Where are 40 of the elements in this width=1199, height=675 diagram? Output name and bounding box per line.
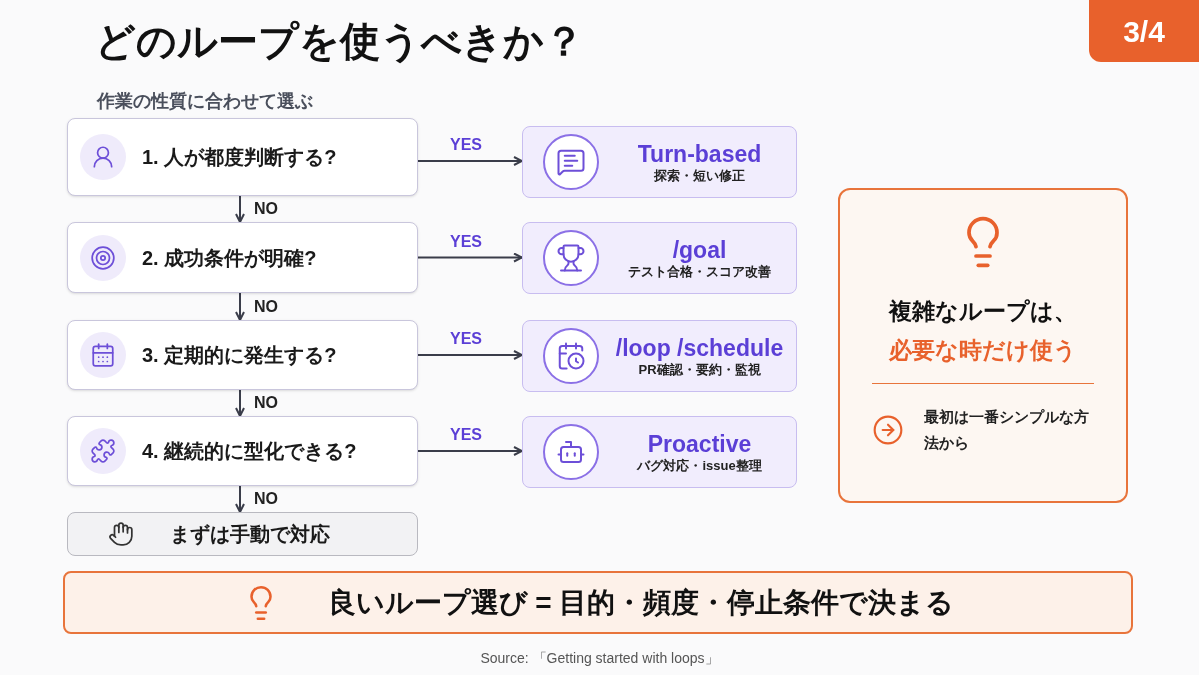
arrow (417, 446, 523, 456)
question-box (67, 320, 418, 390)
summary-banner (63, 571, 1133, 634)
tip-highlight: 必要な時だけ使う (889, 335, 1077, 365)
arrow (235, 292, 245, 321)
fallback-text: まずは手動で対応 (170, 522, 330, 548)
fallback-box (67, 512, 418, 556)
question-text: 1. 人が都度判断する? (142, 145, 337, 170)
question-box (67, 222, 418, 293)
use-case-text: テスト合格・スコア改善 (628, 264, 771, 281)
result-box (522, 320, 797, 392)
result-box (522, 222, 797, 294)
arrow (417, 156, 523, 166)
question-text: 4. 継続的に型化できる? (142, 439, 357, 464)
slide-title: どのループを使うべきか？ (95, 18, 584, 65)
use-case-text: バグ対応・issue整理 (637, 458, 762, 475)
arrow (235, 195, 245, 223)
question-box (67, 118, 418, 196)
page-badge: 3/4 (1089, 0, 1199, 62)
loop-type-title: Turn-based (637, 139, 762, 169)
summary-text: 良いループ選び = 目的・頻度・停止条件で決まる (327, 585, 955, 620)
use-case-text: PR確認・要約・監視 (638, 362, 761, 379)
source-caption: Source: 「Getting started with loops」 (480, 649, 719, 668)
arrow (417, 350, 523, 360)
result-box (522, 416, 797, 488)
use-case-text: 探索・短い修正 (654, 168, 745, 185)
arrow (235, 389, 245, 417)
question-text: 3. 定期的に発生する? (142, 343, 337, 368)
question-text: 2. 成功条件が明確? (142, 245, 317, 271)
tip-heading: 複雑なループは、 (889, 297, 1077, 326)
result-box (522, 126, 797, 198)
loop-type-title: /goal (672, 235, 727, 265)
question-box (67, 416, 418, 486)
subtitle: 作業の性質に合わせて選ぶ (97, 90, 313, 113)
tip-note: 最初は一番シンプルな方法から (924, 407, 1090, 453)
arrow (235, 485, 245, 513)
tip-card (838, 188, 1128, 503)
arrow (417, 252, 523, 263)
loop-type-title: /loop /schedule (615, 333, 784, 363)
loop-type-title: Proactive (647, 429, 752, 458)
